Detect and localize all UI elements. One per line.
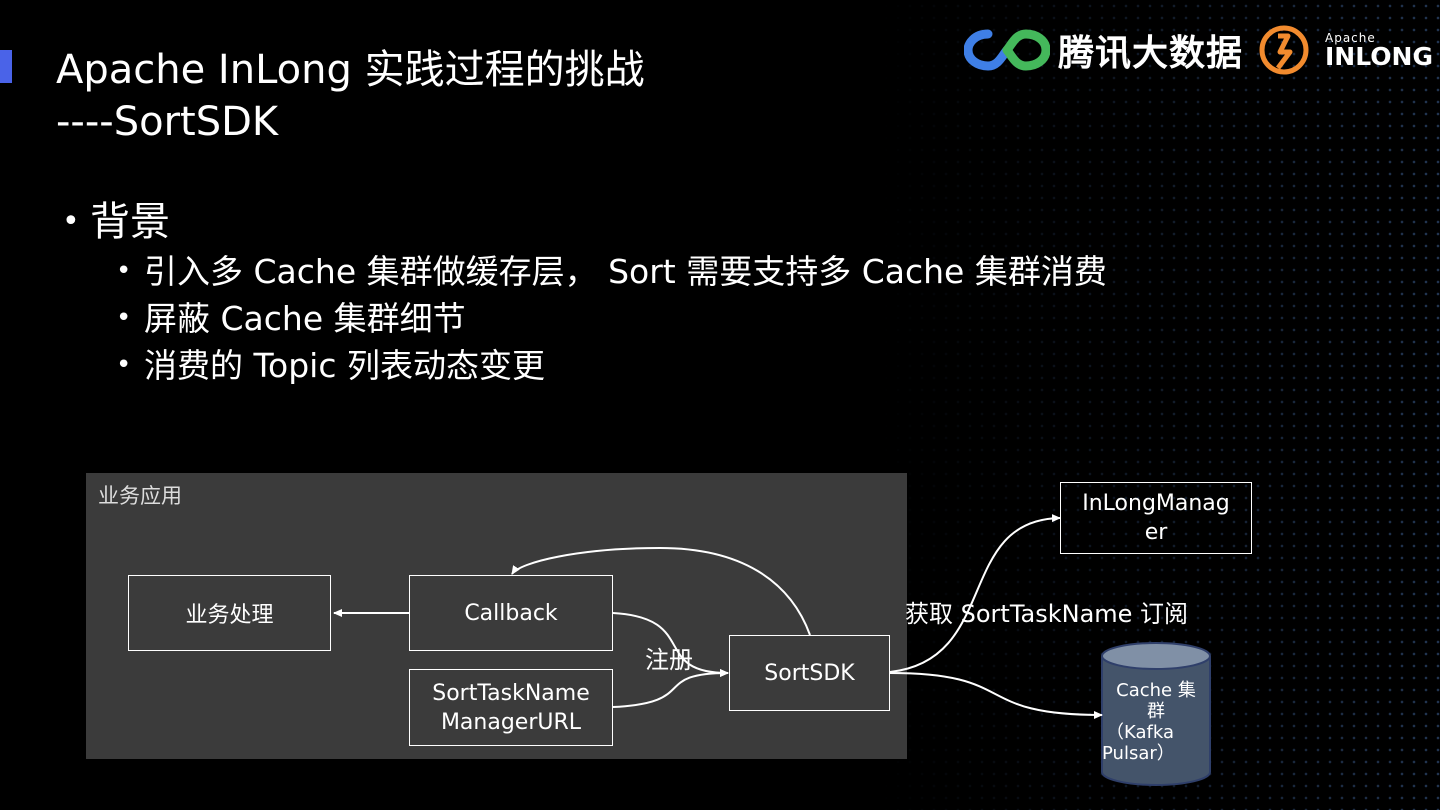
- slide-title: Apache InLong 实践过程的挑战 ----SortSDK: [56, 44, 645, 148]
- callback-register-arrow: [612, 612, 729, 677]
- title-accent-bar: [0, 50, 12, 83]
- bullet-sub-1: • 引入多 Cache 集群做缓存层， Sort 需要支持多 Cache 集群消…: [62, 248, 1107, 295]
- bullet-main: • 背景: [62, 196, 1107, 248]
- bullet-sub-text: 消费的 Topic 列表动态变更: [144, 346, 545, 385]
- tencent-bigdata-logo-text: 腾讯大数据: [1058, 33, 1244, 74]
- cache-line-4: Pulsar）: [1102, 743, 1175, 764]
- cache-cluster-label: Cache 集 群 （Kafka Pulsar）: [1102, 680, 1206, 764]
- biz-process-label: 业务处理: [185, 603, 274, 628]
- cache-line-1: Cache 集: [1116, 680, 1196, 701]
- cache-line-3: （Kafka: [1106, 722, 1174, 743]
- bullet-dot: •: [116, 256, 132, 286]
- fetch-subscription-label: 获取 SortTaskName 订阅: [905, 600, 1189, 628]
- sorttask-register-arrow: [612, 669, 729, 708]
- inlong-logo-big-text: INLONG: [1325, 42, 1433, 71]
- inlong-logo-icon: [1259, 25, 1309, 75]
- biz-process-box: 业务处理: [128, 575, 331, 651]
- inlong-manager-box: InLongManag er: [1060, 482, 1252, 554]
- callback-box: Callback: [409, 575, 613, 651]
- sortsdk-to-manager-arrow: [889, 514, 1061, 673]
- manager-line-1: InLongManag: [1082, 491, 1230, 516]
- title-line-1: Apache InLong 实践过程的挑战: [56, 47, 645, 93]
- business-app-label: 业务应用: [98, 484, 182, 508]
- bullet-dot: •: [116, 303, 132, 333]
- tencent-bigdata-logo-icon: [964, 29, 1050, 71]
- sorttask-manager-url-box: SortTaskName ManagerURL: [409, 669, 613, 746]
- sorttask-line-1: SortTaskName: [432, 680, 590, 706]
- bullet-sub-text: 屏蔽 Cache 集群细节: [144, 299, 466, 338]
- bullet-dot: •: [62, 204, 80, 239]
- bullet-main-text: 背景: [90, 199, 170, 245]
- callback-label: Callback: [464, 600, 558, 626]
- business-app-panel: [86, 473, 907, 759]
- bullet-list: • 背景 • 引入多 Cache 集群做缓存层， Sort 需要支持多 Cach…: [62, 196, 1107, 389]
- bullet-dot: •: [116, 350, 132, 380]
- register-label: 注册: [645, 646, 693, 674]
- sortsdk-to-cache-arrow: [889, 672, 1103, 719]
- bullet-sub-3: • 消费的 Topic 列表动态变更: [62, 342, 1107, 389]
- sortsdk-label: SortSDK: [764, 660, 855, 686]
- sorttask-line-2: ManagerURL: [440, 709, 582, 735]
- manager-line-2: er: [1144, 520, 1168, 545]
- sortsdk-box: SortSDK: [729, 635, 890, 711]
- bullet-sub-2: • 屏蔽 Cache 集群细节: [62, 295, 1107, 342]
- cache-line-2: 群: [1147, 701, 1165, 722]
- inlong-logo-small-text: Apache: [1325, 31, 1376, 45]
- cache-cluster-cylinder: [1101, 642, 1211, 786]
- title-line-2: ----SortSDK: [56, 99, 279, 145]
- bullet-sub-text: 引入多 Cache 集群做缓存层， Sort 需要支持多 Cache 集群消费: [144, 252, 1107, 291]
- sortsdk-to-callback-arrow: [511, 546, 811, 636]
